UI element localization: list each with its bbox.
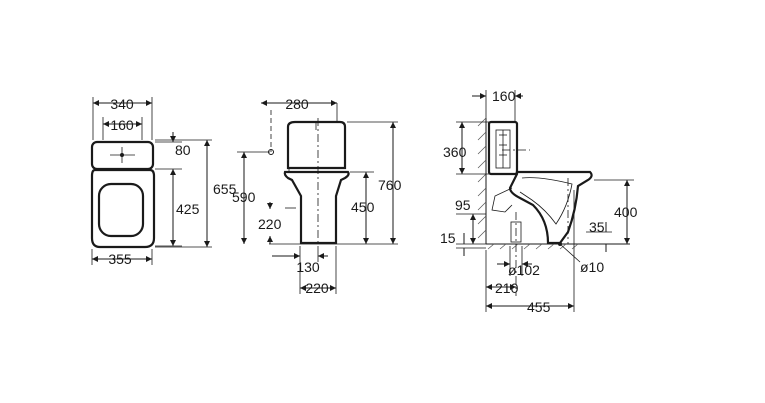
bowl-side — [283, 170, 350, 245]
dim-base-width: 130 — [296, 259, 320, 275]
dim-wall-to-front: 455 — [527, 299, 551, 315]
dim-overall-height: 760 — [378, 177, 402, 193]
dim-foot-width: 220 — [305, 280, 329, 296]
section-view: 160 — [440, 88, 638, 315]
bowl-section — [508, 170, 593, 245]
dim-inlet-height: 590 — [232, 189, 256, 205]
side-view: 280 590 220 760 450 — [232, 96, 402, 296]
dim-top-width: 280 — [285, 96, 309, 112]
dim-fixing-diameter: ø10 — [580, 259, 604, 275]
dim-bowl-length: 425 — [176, 201, 200, 217]
dim-width-cistern: 160 — [110, 117, 134, 133]
dim-pan-height: 400 — [614, 204, 638, 220]
cistern-section — [487, 120, 519, 176]
top-view: 340 160 80 425 655 — [90, 96, 237, 267]
dim-wall-to-outlet: 210 — [495, 280, 519, 296]
outlet-pipe — [510, 221, 522, 243]
dim-cistern-width: 160 — [492, 88, 516, 104]
seat-opening — [97, 182, 145, 238]
dim-cistern-height: 360 — [443, 144, 467, 160]
bowl-outline — [90, 168, 156, 249]
dim-overall-length: 655 — [213, 181, 237, 197]
dim-width-overall: 340 — [110, 96, 134, 112]
dim-width-base: 355 — [108, 251, 132, 267]
cistern-side — [286, 120, 347, 170]
dim-outlet-offset: 35 — [589, 219, 605, 235]
dim-depth-cistern: 80 — [175, 142, 191, 158]
dim-outlet-height-section: 95 — [455, 197, 471, 213]
dim-pipe-diameter: ø102 — [508, 262, 540, 278]
dim-seat-height: 450 — [351, 199, 375, 215]
dim-floor-offset: 15 — [440, 230, 456, 246]
dim-outlet-height: 220 — [258, 216, 282, 232]
